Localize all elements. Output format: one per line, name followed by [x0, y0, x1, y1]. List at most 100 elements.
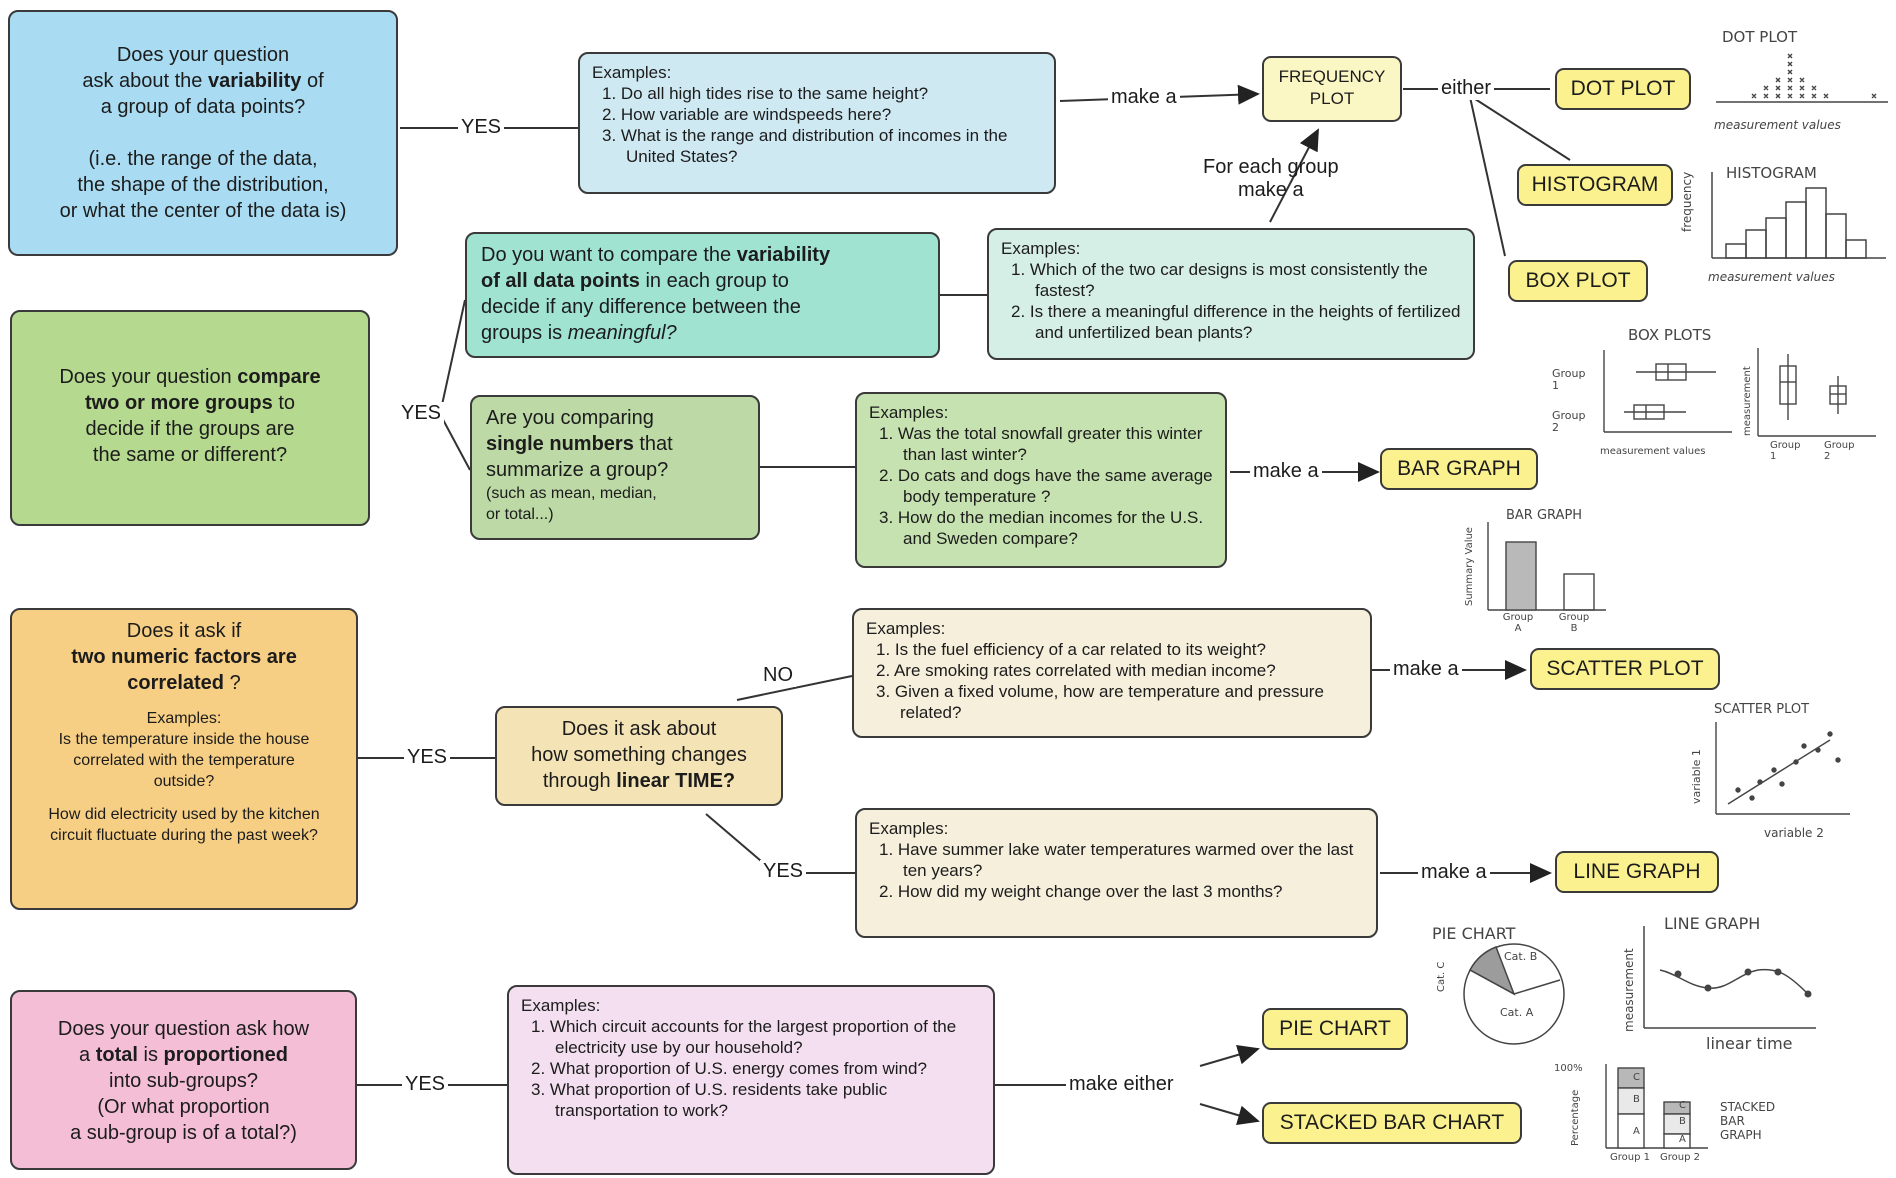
q1-line2-bold: variability: [208, 70, 302, 92]
q1-note2: the shape of the distribution,: [77, 174, 329, 196]
q2a-post1: in each group to: [639, 270, 789, 292]
scatter-examples-title: Examples:: [866, 619, 946, 638]
row1-make-a-label: make a: [1108, 86, 1180, 109]
q4-line1: Does your question ask how: [57, 1018, 310, 1040]
row3-yes2-label: YES: [760, 860, 807, 883]
box-plot-sketch-g2: Group 2: [1824, 440, 1855, 462]
row2b-example-1: 1. Was the total snowfall greater this w…: [879, 424, 1203, 464]
for-each-group-label: For each group make a: [1200, 156, 1342, 202]
row1-examples-title: Examples:: [592, 63, 672, 82]
stacked-seg-a1: A: [1633, 1126, 1640, 1137]
row2b-example-3: 3. How do the median incomes for the U.S…: [879, 508, 1204, 548]
stacked-sketch-group1: Group 1: [1610, 1152, 1650, 1163]
line-graph-box: LINE GRAPH: [1555, 851, 1719, 893]
pie-sketch-cat-b: Cat. B: [1504, 950, 1538, 963]
stacked-bar-sketch: [1605, 1064, 1708, 1149]
scatter-sketch-title: SCATTER PLOT: [1714, 702, 1810, 717]
q3-post: ?: [224, 672, 241, 694]
q1-line2-post: of: [301, 70, 324, 92]
q2-line1-bold: compare: [237, 366, 321, 388]
for-each-group-text: For each group: [1203, 156, 1339, 178]
row1-yes-label: YES: [458, 116, 505, 139]
scatter-sketch: [1715, 722, 1850, 815]
row3-make-a2-label: make a: [1418, 861, 1490, 884]
stacked-sketch-group2: Group 2: [1660, 1152, 1700, 1163]
line-example-1: 1. Have summer lake water temperatures w…: [879, 840, 1354, 880]
variability-question-box: Does your question ask about the variabi…: [8, 10, 398, 256]
q3-line1: Does it ask if: [126, 620, 242, 642]
linear-time-question-box: Does it ask about how something changes …: [495, 706, 783, 806]
line-examples-title: Examples:: [869, 819, 949, 838]
dot-plot-marks: [1751, 53, 1877, 99]
proportion-examples-title: Examples:: [521, 996, 601, 1015]
q1-line2-pre: ask about the: [82, 70, 208, 92]
scatter-example-3: 3. Given a fixed volume, how are tempera…: [876, 682, 1324, 722]
row2-make-a-label: make a: [1250, 460, 1322, 483]
proportion-example-3: 3. What proportion of U.S. residents tak…: [531, 1080, 888, 1120]
q4-line2-bold1: total: [95, 1044, 138, 1066]
line-graph-sketch-ylabel: measurement: [1622, 948, 1636, 1032]
row2b-example-2: 2. Do cats and dogs have the same averag…: [879, 466, 1213, 506]
row1-example-3: 3. What is the range and distribution of…: [602, 126, 1008, 166]
q1-line3: a group of data points?: [100, 96, 306, 118]
variability-all-points-box: Do you want to compare the variability o…: [465, 232, 940, 358]
line-graph-sketch-title: LINE GRAPH: [1664, 914, 1761, 933]
dot-plot-box: DOT PLOT: [1555, 68, 1691, 110]
q1-line1: Does your question: [116, 44, 290, 66]
histogram-box: HISTOGRAM: [1517, 164, 1673, 206]
row2a-examples-title: Examples:: [1001, 239, 1081, 258]
q4-line2-bold2: proportioned: [163, 1044, 288, 1066]
histogram-sketch-xlabel: measurement values: [1708, 270, 1835, 284]
proportion-question-box: Does your question ask how a total is pr…: [10, 990, 357, 1170]
stacked-sketch-100: 100%: [1554, 1063, 1583, 1074]
time-q-line1: Does it ask about: [561, 718, 717, 740]
box-plot-sketch-group2: Group 2: [1552, 409, 1586, 434]
q3-ex2: How did electricity used by the kitchen …: [48, 806, 320, 844]
q4-line4: (Or what proportion: [97, 1096, 270, 1118]
q2-line2-post: to: [272, 392, 296, 414]
scatter-examples-box: Examples: 1. Is the fuel efficiency of a…: [852, 608, 1372, 738]
q2a-line4-italic: meaningful?: [567, 322, 677, 344]
q2b-note1: (such as mean, median,: [486, 485, 657, 502]
row1-example-1: 1. Do all high tides rise to the same he…: [602, 84, 929, 103]
box-plot-sketch-group1: Group 1: [1552, 367, 1586, 392]
stacked-seg-b2: B: [1679, 1116, 1686, 1127]
q3-bold1: two numeric factors are: [71, 646, 297, 668]
for-each-group-make-a: make a: [1238, 179, 1304, 201]
pie-chart-sketch: [1463, 943, 1565, 1045]
proportion-example-2: 2. What proportion of U.S. energy comes …: [531, 1059, 927, 1078]
pie-sketch-cat-a: Cat. A: [1500, 1006, 1534, 1019]
q2a-bold2: of all data points: [481, 270, 640, 292]
correlation-question-box: Does it ask if two numeric factors are c…: [10, 608, 358, 910]
q2-line3: decide if the groups are: [85, 418, 295, 440]
q2b-line1: Are you comparing: [486, 407, 654, 429]
time-q-line2: how something changes: [531, 744, 747, 766]
either-label: either: [1438, 77, 1495, 100]
make-either-label: make either: [1066, 1073, 1177, 1096]
proportion-examples-box: Examples: 1. Which circuit accounts for …: [507, 985, 995, 1175]
row2a-example-1: 1. Which of the two car designs is most …: [1011, 260, 1428, 300]
q2a-line4-pre: groups is: [481, 322, 568, 344]
compare-groups-question-box: Does your question compare two or more g…: [10, 310, 370, 526]
q3-ex-title: Examples:: [146, 710, 222, 727]
line-graph-sketch: [1643, 926, 1816, 1029]
row2b-examples-title: Examples:: [869, 403, 949, 422]
scatter-sketch-xlabel: variable 2: [1764, 826, 1824, 840]
row2a-example-2: 2. Is there a meaningful difference in t…: [1011, 302, 1461, 342]
dot-plot-sketch-xlabel: measurement values: [1714, 118, 1841, 132]
histogram-sketch: [1711, 172, 1886, 259]
stacked-sketch-title: STACKED BAR GRAPH: [1720, 1100, 1776, 1142]
row1-example-2: 2. How variable are windspeeds here?: [602, 105, 892, 124]
line-graph-sketch-xlabel: linear time: [1706, 1034, 1793, 1053]
box-plot-sketch-ylabel: measurement: [1742, 366, 1753, 436]
stacked-seg-b1: B: [1633, 1094, 1640, 1105]
q2b-note2: or total...): [486, 506, 554, 523]
single-numbers-box: Are you comparing single numbers that su…: [470, 395, 760, 540]
stacked-seg-a2: A: [1679, 1134, 1686, 1145]
box-plot-sketch: [1603, 348, 1876, 437]
proportion-example-1: 1. Which circuit accounts for the larges…: [531, 1017, 957, 1057]
q4-line2-mid: is: [137, 1044, 164, 1066]
box-plot-sketch-g1: Group 1: [1770, 440, 1801, 462]
bar-graph-sketch: [1487, 522, 1606, 611]
row2a-examples-box: Examples: 1. Which of the two car design…: [987, 228, 1475, 360]
